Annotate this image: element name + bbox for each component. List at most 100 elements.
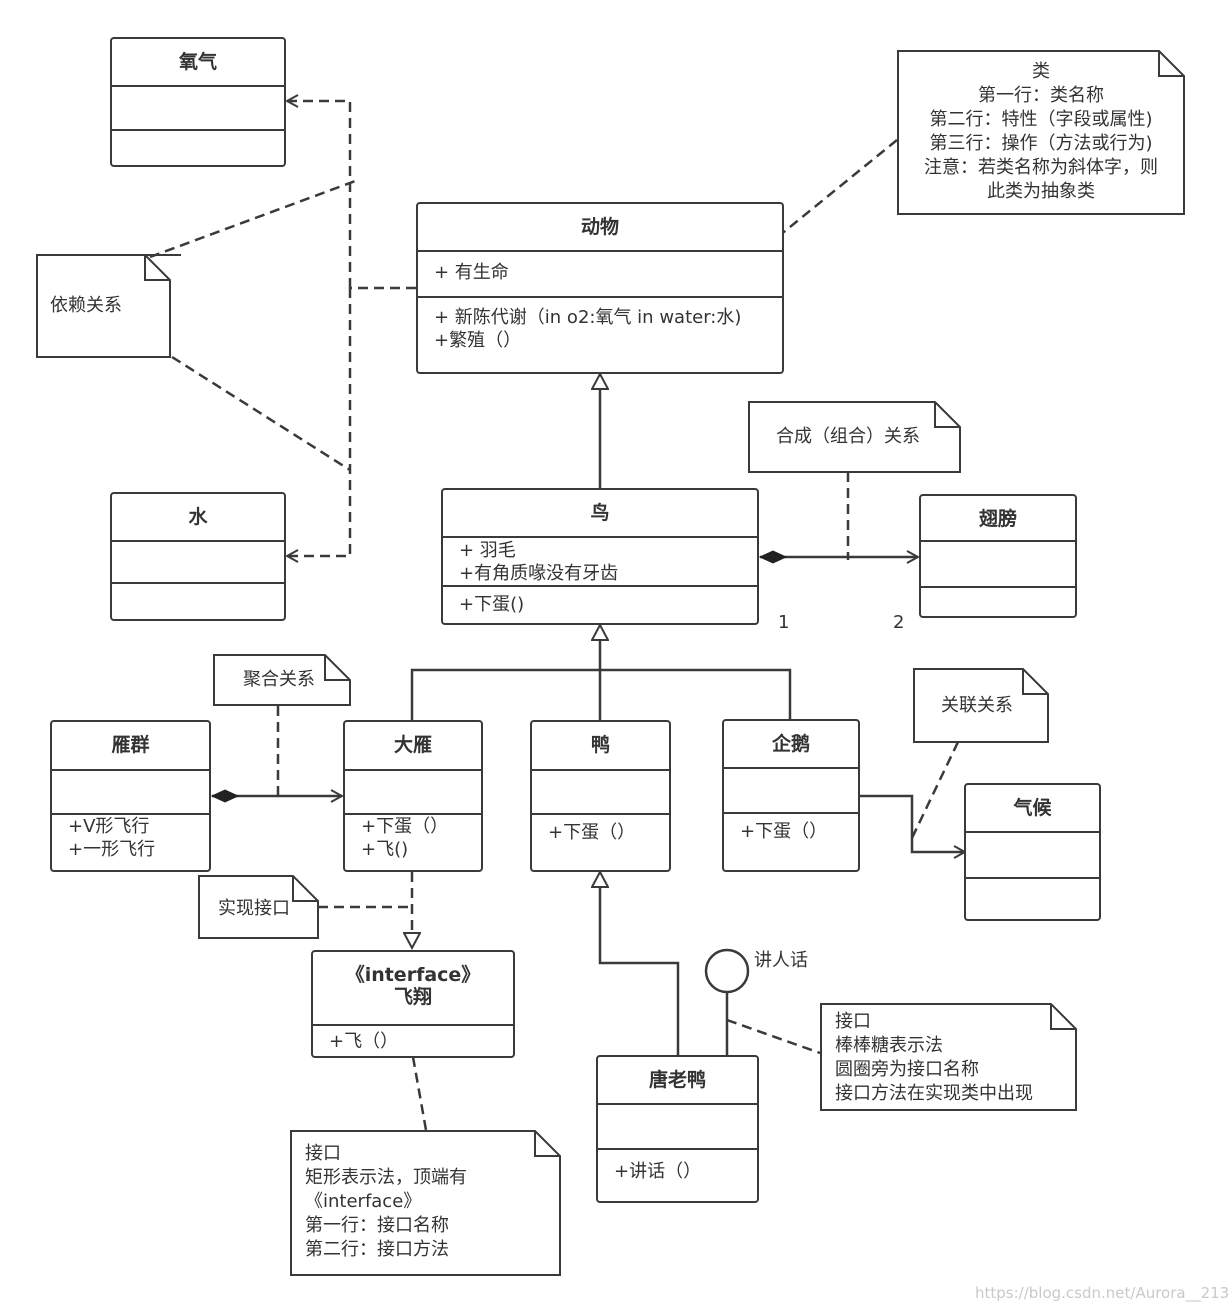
operation: + 新陈代谢（in o2:氧气 in water:水) xyxy=(434,307,742,328)
class-name: 水 xyxy=(188,506,208,528)
note-shape xyxy=(290,1130,561,1276)
multiplicity-wing: 2 xyxy=(893,612,905,633)
class-goose[interactable]: 大雁 +下蛋（） +飞() xyxy=(343,720,483,872)
note-shape xyxy=(897,50,1185,215)
note-line: 类 xyxy=(1032,61,1050,82)
operation: +飞（） xyxy=(329,1031,399,1052)
operation: +V形飞行 xyxy=(68,816,150,837)
operations-section: +讲话（） xyxy=(598,1148,757,1201)
attributes-section: + 有生命 xyxy=(418,250,782,296)
class-name: 气候 xyxy=(1013,797,1052,819)
operations-section xyxy=(112,129,284,165)
note-text: 合成（组合）关系 xyxy=(776,426,920,447)
attributes-section xyxy=(598,1103,757,1148)
note-line: 第一行：类名称 xyxy=(978,85,1104,106)
attribute: +有角质喙没有牙齿 xyxy=(459,563,619,584)
operations-section: +飞（） xyxy=(313,1024,513,1056)
watermark: https://blog.csdn.net/Aurora__213 xyxy=(975,1284,1229,1302)
operations-section xyxy=(966,877,1099,919)
dependency-note-leader-bottom xyxy=(171,355,351,472)
note-line: 注意：若类名称为斜体字，则 xyxy=(924,157,1158,178)
note-line: 第一行：接口名称 xyxy=(305,1215,449,1236)
attributes-section xyxy=(112,540,284,582)
note-shape xyxy=(913,668,1049,743)
note-line: 《interface》 xyxy=(305,1191,422,1212)
note-shape xyxy=(820,1003,1077,1111)
note-interface-lollipop: 接口 棒棒糖表示法 圆圈旁为接口名称 接口方法在实现类中出现 xyxy=(820,1003,1077,1111)
dependency-to-oxygen xyxy=(287,101,352,288)
lollipop-interface-label: 讲人话 xyxy=(754,950,808,971)
note-composition: 合成（组合）关系 xyxy=(748,401,961,473)
note-line: 第二行：特性（字段或属性) xyxy=(929,109,1153,130)
class-wing[interactable]: 翅膀 xyxy=(919,494,1077,618)
interface-note-leader xyxy=(411,1056,428,1131)
class-name: 雁群 xyxy=(111,734,150,756)
attributes-section xyxy=(921,540,1075,586)
note-text: 实现接口 xyxy=(218,898,290,919)
note-shape xyxy=(213,654,351,706)
operations-section: + 新陈代谢（in o2:氧气 in water:水) +繁殖（） xyxy=(418,296,782,372)
note-line: 第二行：接口方法 xyxy=(305,1239,449,1260)
note-shape xyxy=(198,875,319,939)
multiplicity-bird: 1 xyxy=(778,612,790,633)
interface-stereotype: 《interface》 xyxy=(345,964,481,986)
class-name: 氧气 xyxy=(178,51,217,73)
attributes-section: + 羽毛 +有角质喙没有牙齿 xyxy=(443,536,757,585)
association-note-leader xyxy=(910,741,960,839)
class-penguin[interactable]: 企鹅 +下蛋（） xyxy=(722,719,860,872)
attributes-section xyxy=(724,767,858,812)
note-dependency: 依赖关系 xyxy=(36,254,181,358)
operations-section: +V形飞行 +一形飞行 xyxy=(52,813,209,870)
lollipop-interface-circle xyxy=(704,948,750,994)
class-note-leader xyxy=(773,139,898,241)
generalization-donald-duck xyxy=(600,872,680,1055)
class-name: 动物 xyxy=(580,216,619,238)
note-line: 棒棒糖表示法 xyxy=(835,1035,943,1056)
class-climate[interactable]: 气候 xyxy=(964,783,1101,921)
operations-section: +下蛋（） +飞() xyxy=(345,813,481,870)
attribute: + 羽毛 xyxy=(459,540,516,561)
dependency-to-water xyxy=(287,288,352,556)
note-line: 此类为抽象类 xyxy=(987,181,1095,202)
operation: +讲话（） xyxy=(614,1161,702,1182)
note-line: 接口 xyxy=(835,1011,871,1032)
class-name: 唐老鸭 xyxy=(648,1069,706,1091)
note-class-explanation: 类 第一行：类名称 第二行：特性（字段或属性) 第三行：操作（方法或行为) 注意… xyxy=(897,50,1185,215)
operations-section: +下蛋（） xyxy=(532,813,669,870)
attributes-section xyxy=(345,769,481,813)
interface-header: 《interface》 飞翔 xyxy=(313,952,513,1024)
class-oxygen[interactable]: 氧气 xyxy=(110,37,286,167)
attributes-section xyxy=(52,769,209,813)
class-animal[interactable]: 动物 + 有生命 + 新陈代谢（in o2:氧气 in water:水) +繁殖… xyxy=(416,202,784,374)
note-association: 关联关系 xyxy=(913,668,1049,743)
attributes-section xyxy=(112,85,284,129)
note-line: 接口方法在实现类中出现 xyxy=(835,1083,1033,1104)
class-name: 翅膀 xyxy=(978,508,1017,530)
class-goose-flock[interactable]: 雁群 +V形飞行 +一形飞行 xyxy=(50,720,211,872)
interface-fly[interactable]: 《interface》 飞翔 +飞（） xyxy=(311,950,515,1058)
note-line: 第三行：操作（方法或行为) xyxy=(929,133,1153,154)
interface-name: 飞翔 xyxy=(393,986,432,1008)
operation: +繁殖（） xyxy=(434,330,522,351)
lollipop-note-leader xyxy=(726,1018,821,1055)
operations-section: +下蛋（） xyxy=(724,812,858,870)
note-line: 圆圈旁为接口名称 xyxy=(835,1059,979,1080)
note-interface-rect: 接口 矩形表示法，顶端有 《interface》 第一行：接口名称 第二行：接口… xyxy=(290,1130,561,1276)
class-name: 鸭 xyxy=(590,734,610,756)
dependency-note-leader-top xyxy=(149,178,359,259)
class-donald-duck[interactable]: 唐老鸭 +讲话（） xyxy=(596,1055,759,1203)
operations-section xyxy=(112,582,284,619)
operation: +下蛋（） xyxy=(361,816,449,837)
note-text: 依赖关系 xyxy=(50,295,122,316)
class-bird[interactable]: 鸟 + 羽毛 +有角质喙没有牙齿 +下蛋() xyxy=(441,488,759,625)
note-text: 聚合关系 xyxy=(243,669,315,690)
operation: +下蛋（） xyxy=(740,821,828,842)
note-aggregation: 聚合关系 xyxy=(213,654,351,706)
attributes-section xyxy=(966,831,1099,877)
class-duck[interactable]: 鸭 +下蛋（） xyxy=(530,720,671,872)
class-water[interactable]: 水 xyxy=(110,492,286,621)
class-name: 企鹅 xyxy=(771,733,810,755)
note-text: 关联关系 xyxy=(941,695,1013,716)
